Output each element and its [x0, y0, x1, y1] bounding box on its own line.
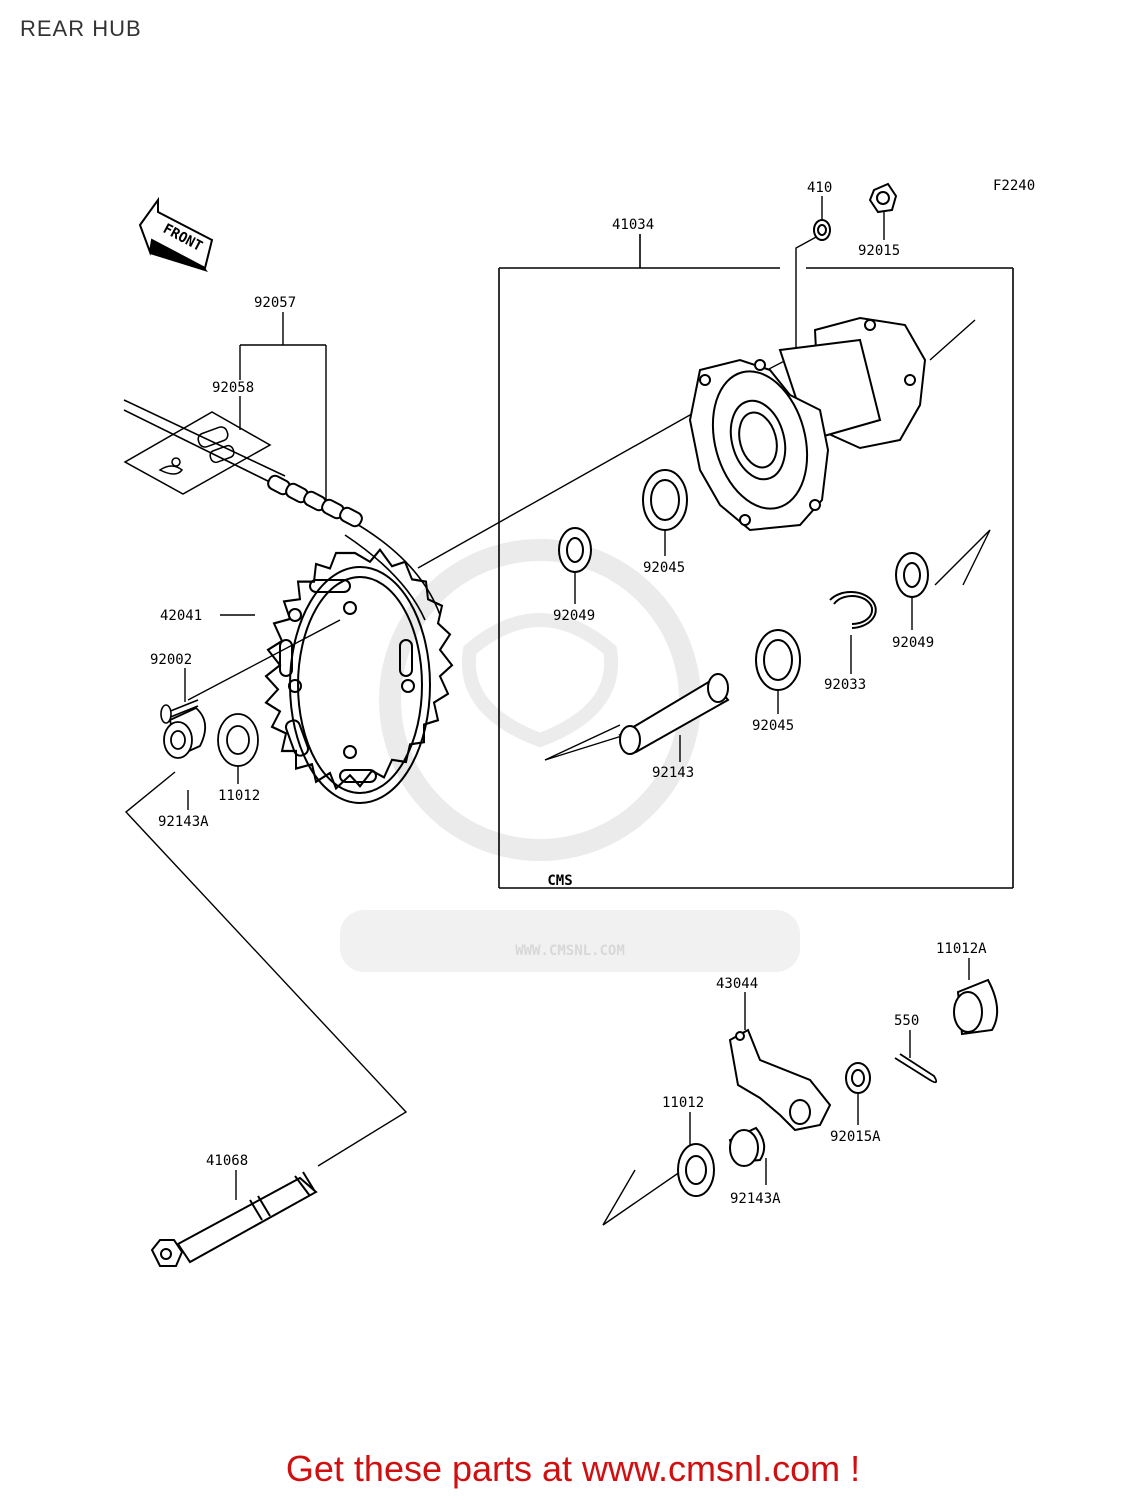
circlip	[829, 591, 877, 629]
hub-bearing-inner	[755, 629, 801, 691]
part-label-11012-right: 11012	[662, 1095, 704, 1111]
part-label-92049-inner: 92049	[892, 635, 934, 651]
part-label-92143: 92143	[652, 765, 694, 781]
hub-seal-inner	[895, 552, 929, 598]
part-label-92143A-left: 92143A	[158, 814, 209, 830]
rear-hub	[688, 316, 927, 532]
part-label-11012A: 11012A	[936, 941, 987, 957]
part-label-42041: 42041	[160, 608, 202, 624]
hub-seal-outer	[558, 527, 592, 573]
chain-adjuster-bracket	[728, 1028, 832, 1132]
part-labels: 410 92015 41034 92057 92058 92045 92049 …	[150, 180, 987, 1207]
part-label-92015A: 92015A	[830, 1129, 881, 1145]
left-oil-seal	[217, 713, 259, 767]
right-collar	[728, 1126, 766, 1167]
cotter-pin	[894, 1053, 938, 1084]
part-label-92058: 92058	[212, 380, 254, 396]
watermark-url-text: WWW.CMSNL.COM	[515, 943, 625, 959]
part-label-11012-left: 11012	[218, 788, 260, 804]
nut-washer	[813, 219, 831, 241]
axle-nut	[868, 182, 898, 214]
figure-code: F2240	[993, 178, 1035, 194]
front-arrow-icon: FRONT	[138, 196, 214, 272]
sprocket-bolt	[160, 699, 199, 724]
part-label-41068: 41068	[206, 1153, 248, 1169]
cmsnl-parts-link[interactable]: Get these parts at www.cmsnl.com !	[285, 1448, 861, 1489]
page-title: REAR HUB	[20, 16, 142, 41]
watermark-logo-text: CMS	[547, 873, 572, 889]
rear-axle	[150, 1171, 318, 1267]
cms-watermark: CMS WWW.CMSNL.COM	[340, 539, 800, 972]
hub-spacer	[618, 673, 730, 755]
part-label-43044: 43044	[716, 976, 758, 992]
collar-right	[953, 978, 999, 1036]
hub-bearing-outer	[642, 469, 688, 531]
chain-joint-kit	[123, 411, 272, 495]
part-label-92045-outer: 92045	[643, 560, 685, 576]
chain-links	[267, 474, 363, 528]
part-label-92033: 92033	[824, 677, 866, 693]
right-oil-seal	[677, 1143, 715, 1197]
part-label-92143A-right: 92143A	[730, 1191, 781, 1207]
drive-chain	[123, 399, 441, 621]
part-label-41034: 41034	[612, 217, 654, 233]
rear-sprocket	[264, 548, 454, 804]
hub-assembly-box	[498, 234, 1014, 889]
part-label-92049-outer: 92049	[553, 608, 595, 624]
part-label-410: 410	[807, 180, 832, 196]
axle-nut-right	[845, 1062, 871, 1094]
part-label-92045-inner: 92045	[752, 718, 794, 734]
part-label-92002: 92002	[150, 652, 192, 668]
left-collar	[163, 706, 206, 759]
leader-lines	[124, 196, 991, 1226]
part-label-550: 550	[894, 1013, 919, 1029]
part-label-92015: 92015	[858, 243, 900, 259]
part-label-92057: 92057	[254, 295, 296, 311]
